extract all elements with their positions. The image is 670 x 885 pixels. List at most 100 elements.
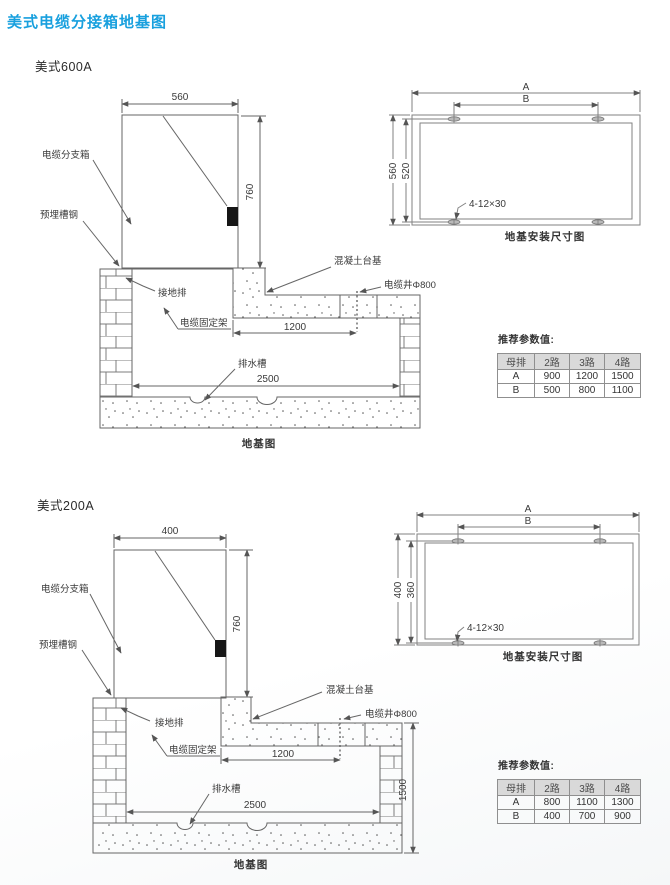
- table-row: B 400 700 900: [497, 809, 641, 824]
- section-title-600a: 美式600A: [35, 60, 93, 74]
- leader-bracket: [164, 308, 231, 330]
- dim-width-label-200a: 400: [162, 526, 179, 537]
- col-header: 3路: [569, 353, 605, 370]
- dim-inner-200a: [406, 540, 452, 644]
- leader-cabinet: [92, 159, 132, 225]
- dim-b-600a: [453, 102, 599, 116]
- cabinet-outline: [113, 549, 227, 699]
- cell: 500: [534, 383, 570, 398]
- channel-label-200a: 预埋槽钢: [39, 639, 77, 651]
- leader-channel: [82, 220, 120, 267]
- leader-concrete: [252, 691, 323, 720]
- row-label: A: [497, 795, 535, 810]
- install-outer-rect: [411, 114, 641, 226]
- dim-a-200a: [416, 512, 640, 532]
- dim-a-label-200a: A: [525, 504, 532, 515]
- leader-drain: [204, 368, 236, 401]
- bolt-hole: [447, 115, 461, 123]
- dim-b-label-200a: B: [525, 516, 532, 527]
- cabinet-connector-block: [215, 640, 226, 657]
- dim-outer-label-600a: 560: [388, 162, 399, 179]
- bracket-label-600a: 电缆固定架: [180, 317, 228, 329]
- dim-span-label-600a: 2500: [257, 374, 280, 385]
- dim-platform-600a: [232, 320, 357, 337]
- table-header-row: 母排 2路 3路 4路: [497, 353, 641, 370]
- dim-height-label-200a: 760: [232, 615, 243, 632]
- cell: 1300: [604, 795, 641, 810]
- bolt-hole: [591, 218, 605, 226]
- row-label: B: [497, 809, 535, 824]
- col-header: 3路: [569, 779, 605, 796]
- dim-b-label-600a: B: [523, 94, 530, 105]
- cell: 900: [534, 369, 570, 384]
- install-diagram-600a: [389, 90, 641, 226]
- foundation-diagram-200a: [81, 534, 419, 854]
- cell: 1100: [604, 383, 641, 398]
- leader-slot: [454, 202, 467, 220]
- dim-inner-label-200a: 360: [406, 581, 417, 598]
- page-title: 美式电缆分接箱地基图: [7, 14, 168, 31]
- cabinet-outline: [121, 114, 239, 269]
- table-row: B 500 800 1100: [497, 383, 641, 398]
- dim-outer-label-200a: 400: [393, 581, 404, 598]
- dim-depth-label-200a: 1500: [398, 778, 409, 801]
- dim-platform-label-200a: 1200: [272, 749, 295, 760]
- leader-concrete: [266, 266, 332, 293]
- install-inner-rect: [419, 122, 633, 220]
- dim-platform-200a: [220, 748, 341, 764]
- leader-drain: [189, 793, 210, 825]
- bolt-hole: [591, 115, 605, 123]
- drain-label-600a: 排水槽: [238, 358, 267, 370]
- cabinet-label-600a: 电缆分支箱: [42, 149, 90, 161]
- params-title-600a: 推荐参数值:: [498, 335, 555, 346]
- col-header: 母排: [497, 779, 535, 796]
- cabinet-label-200a: 电缆分支箱: [41, 583, 89, 595]
- col-header: 4路: [604, 353, 641, 370]
- dim-width-label-600a: 560: [172, 92, 189, 103]
- cell: 400: [534, 809, 570, 824]
- dim-width-200a: [113, 534, 227, 548]
- concrete-platform: [232, 267, 421, 319]
- foundation-diagram-600a: [82, 99, 421, 429]
- channel-label-600a: 预埋槽钢: [40, 209, 78, 221]
- params-table-200a: 母排 2路 3路 4路 A 800 1100 1300 B 400 700 90: [497, 779, 641, 824]
- concrete-platform: [220, 696, 403, 747]
- slot-label-600a: 4-12×30: [469, 199, 506, 210]
- left-brick-wall: [99, 268, 133, 398]
- concrete-label-200a: 混凝土台基: [326, 684, 374, 696]
- dim-outer-600a: [389, 114, 410, 226]
- col-header: 2路: [534, 779, 570, 796]
- install-inner-rect: [424, 542, 634, 640]
- cabinet-diagonal: [162, 115, 228, 207]
- install-caption-200a: 地基安装尺寸图: [503, 650, 584, 663]
- left-brick-wall: [92, 697, 127, 824]
- params-200a: 推荐参数值: 母排 2路 3路 4路 A 800 1100 1300: [497, 757, 647, 824]
- drain-label-200a: 排水槽: [212, 783, 241, 795]
- table-row: A 900 1200 1500: [497, 369, 641, 384]
- leader-slot: [454, 626, 465, 642]
- cell: 900: [604, 809, 641, 824]
- install-diagram-200a: [394, 512, 640, 647]
- dim-width-600a: [121, 99, 239, 113]
- base-slab: [92, 822, 403, 854]
- dim-height-label-600a: 760: [245, 183, 256, 200]
- dim-depth-200a: [404, 722, 419, 854]
- cabinet-diagonal: [154, 550, 216, 641]
- dim-platform-label-600a: 1200: [284, 322, 307, 333]
- well-label-200a: 电缆井Φ800: [365, 708, 417, 720]
- foundation-caption-200a: 地基图: [234, 858, 269, 871]
- dim-outer-200a: [394, 533, 415, 646]
- cell: 800: [569, 383, 605, 398]
- concrete-label-600a: 混凝土台基: [334, 255, 382, 267]
- col-header: 4路: [604, 779, 641, 796]
- params-title-200a: 推荐参数值:: [498, 761, 555, 772]
- table-header-row: 母排 2路 3路 4路: [497, 779, 641, 796]
- params-600a: 推荐参数值: 母排 2路 3路 4路 A 900 1200 1500: [497, 331, 647, 398]
- cell: 1200: [569, 369, 605, 384]
- cabinet-connector-block: [227, 207, 238, 226]
- dim-inner-600a: [402, 118, 448, 223]
- row-label: B: [497, 383, 535, 398]
- slot-label-200a: 4-12×30: [467, 623, 504, 634]
- cell: 700: [569, 809, 605, 824]
